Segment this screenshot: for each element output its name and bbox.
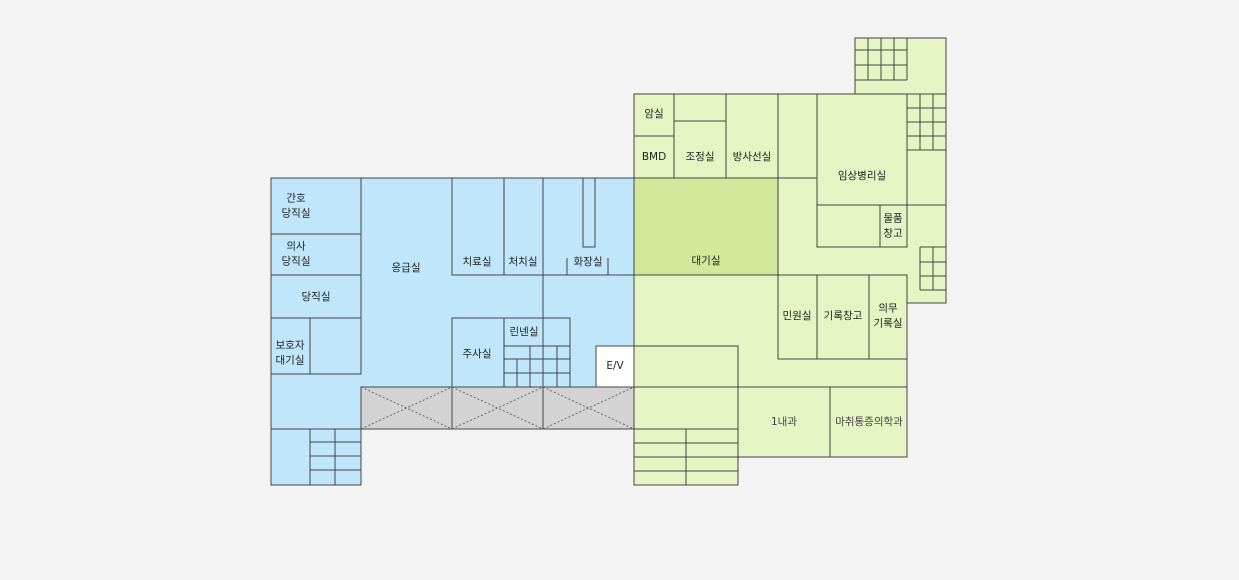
- room-label-anesthesia-pain: 마취통증의학과: [835, 416, 903, 428]
- room-label-bmd: BMD: [642, 151, 666, 163]
- room-label-injection-room: 주사실: [463, 348, 492, 360]
- elevator-shaft: [595, 345, 635, 388]
- room-label-guardian-waiting-2: 대기실: [276, 355, 305, 367]
- room-label-civil-affairs: 민원실: [783, 310, 812, 322]
- waiting-room-area: [634, 178, 778, 275]
- room-label-cancer-room: 암실: [644, 108, 663, 120]
- room-label-linen-room: 린넨실: [510, 326, 539, 338]
- room-label-internal-medicine-1: 1내과: [771, 416, 797, 428]
- room-label-waiting-room: 대기실: [692, 255, 721, 267]
- room-label-medical-records-2: 기록실: [874, 318, 903, 330]
- room-label-medical-records-1: 의무: [878, 303, 898, 315]
- room-label-records-storage: 기록창고: [824, 310, 863, 322]
- room-label-control-room: 조정실: [686, 151, 715, 163]
- room-label-guardian-waiting-1: 보호자: [276, 340, 305, 352]
- room-label-radiology-room: 방사선실: [733, 151, 772, 163]
- room-label-treatment-room: 치료실: [463, 256, 492, 268]
- room-label-clinical-pathology: 임상병리실: [838, 169, 886, 182]
- room-label-procedure-room: 처치실: [509, 256, 538, 268]
- room-label-storage-1: 물품: [883, 213, 903, 225]
- room-label-doctor-duty-1: 의사: [286, 241, 306, 253]
- room-label-doctor-duty-2: 당직실: [282, 256, 311, 268]
- room-label-duty-room: 당직실: [302, 291, 331, 303]
- room-label-emergency-room: 응급실: [392, 262, 421, 274]
- room-label-nurse-duty-1: 간호: [286, 193, 306, 205]
- room-label-restroom: 화장실: [574, 256, 603, 268]
- room-label-storage-2: 창고: [883, 228, 903, 240]
- room-label-elevator: E/V: [606, 360, 624, 372]
- room-label-nurse-duty-2: 당직실: [282, 208, 311, 220]
- corridor: [360, 386, 635, 430]
